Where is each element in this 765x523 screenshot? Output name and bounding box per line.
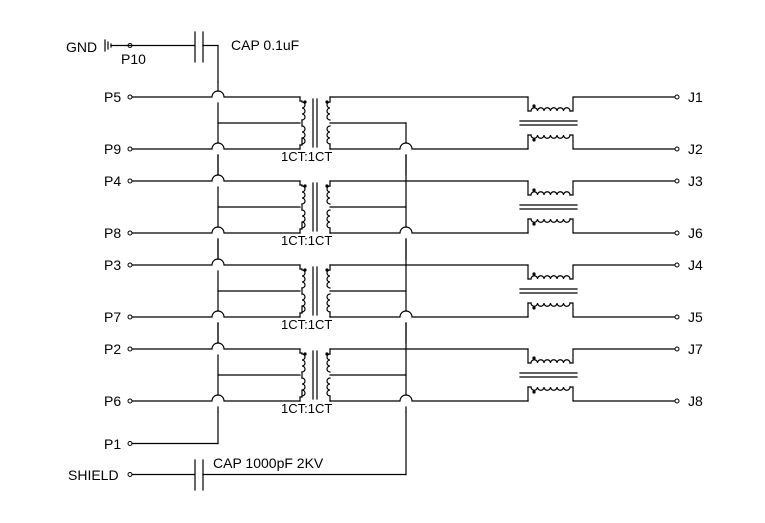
right-top-pin-label: J4 [688, 257, 703, 273]
right-top-pin [674, 94, 680, 100]
polarity-dot [303, 100, 307, 104]
left-top-pin-label: P5 [104, 89, 121, 105]
left-bottom-pin-label: P9 [104, 141, 121, 157]
polarity-dot [325, 352, 329, 356]
left-bottom-pin-label: P7 [104, 309, 121, 325]
left-bottom-pin-label: P6 [104, 393, 121, 409]
right-bottom-pin-label: J8 [688, 393, 703, 409]
right-top-pin-label: J1 [688, 89, 703, 105]
cap-top-label: CAP 0.1uF [231, 37, 299, 53]
polarity-dot [532, 138, 536, 142]
transformer-ratio-label: 1CT:1CT [281, 233, 332, 248]
cap-bottom-label: CAP 1000pF 2KV [213, 455, 324, 471]
left-top-pin-label: P2 [104, 341, 121, 357]
left-bottom-pin-label: P8 [104, 225, 121, 241]
shield-label: SHIELD [68, 467, 119, 483]
ground-icon [104, 39, 118, 52]
polarity-dot [532, 356, 536, 360]
right-bottom-pin-label: J2 [688, 141, 703, 157]
gnd-section: GND P10 CAP 0.1uF [66, 31, 299, 83]
polarity-dot [303, 184, 307, 188]
right-bottom-pin-label: J6 [688, 225, 703, 241]
cap-1000pf [194, 459, 204, 491]
polarity-dot [325, 184, 329, 188]
transformer-ratio-label: 1CT:1CT [281, 401, 332, 416]
right-bottom-pin [674, 314, 680, 320]
polarity-dot [532, 188, 536, 192]
right-bottom-pin [674, 230, 680, 236]
cap-0-1uf [194, 31, 204, 63]
polarity-dot [532, 272, 536, 276]
polarity-dot [325, 100, 329, 104]
gnd-label: GND [66, 39, 97, 55]
right-top-pin-label: J3 [688, 173, 703, 189]
right-bottom-pin-label: J5 [688, 309, 703, 325]
right-top-pin [674, 178, 680, 184]
left-top-pin-label: P3 [104, 257, 121, 273]
polarity-dot [532, 222, 536, 226]
right-top-pin-label: J7 [688, 341, 703, 357]
p1-label: P1 [104, 436, 121, 452]
polarity-dot [303, 352, 307, 356]
shield-section: P1 SHIELD CAP 1000pF 2KV [68, 411, 407, 491]
polarity-dot [532, 390, 536, 394]
polarity-dot [532, 104, 536, 108]
polarity-dot [325, 268, 329, 272]
left-top-pin-label: P4 [104, 173, 121, 189]
transformer-ratio-label: 1CT:1CT [281, 317, 332, 332]
right-bottom-pin [674, 398, 680, 404]
right-top-pin [674, 346, 680, 352]
right-bottom-pin [674, 146, 680, 152]
polarity-dot [303, 268, 307, 272]
polarity-dot [532, 306, 536, 310]
transformer-ratio-label: 1CT:1CT [281, 149, 332, 164]
right-top-pin [674, 262, 680, 268]
p10-label: P10 [121, 51, 146, 67]
